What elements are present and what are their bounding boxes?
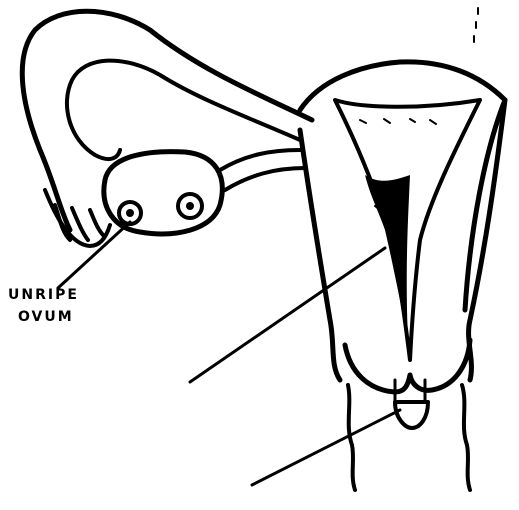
uterus-left-side (300, 130, 340, 380)
unripe-ovum-label: UNRIPE OVUM (8, 284, 128, 328)
vagina-right-wall (462, 385, 470, 490)
pointer-line-uterine-cavity (190, 248, 385, 382)
fallopian-tube-inner (67, 61, 300, 159)
ovarian-ligament (220, 150, 305, 190)
unripe-ovum-1-nucleus (126, 209, 134, 217)
unripe-ovum-2-nucleus (186, 202, 194, 210)
pointer-line-cervix (252, 410, 400, 485)
external-os (395, 402, 428, 428)
fallopian-tube (22, 11, 312, 230)
unripe-ovum-label-line2: OVUM (8, 306, 128, 328)
scan-mark (474, 8, 478, 42)
unripe-ovum-label-line1: UNRIPE (8, 284, 128, 306)
